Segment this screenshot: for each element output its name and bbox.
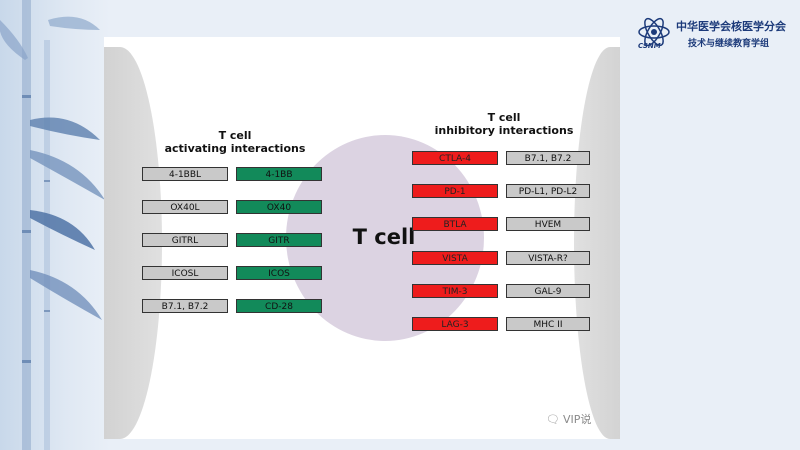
activating-heading-line1: T cell [218, 129, 252, 142]
inhibitory-ligand-box: HVEM [506, 217, 590, 231]
activating-receptor-box: ICOS [236, 266, 322, 280]
wechat-watermark: 🗨VIP说 [546, 411, 591, 427]
logo-abbreviation: CSNM [638, 42, 661, 50]
diagram-panel: T cell T cell activating interactions T … [104, 37, 620, 439]
logo-sub-name: 技术与继续教育学组 [688, 39, 770, 49]
activating-ligand-box: GITRL [142, 233, 228, 247]
atom-logo-icon [638, 17, 670, 47]
inhibitory-ligand-box: MHC II [506, 317, 590, 331]
bamboo-background [0, 0, 110, 450]
t-cell-label: T cell [352, 225, 416, 249]
csnm-logo: CSNM 中华医学会核医学分会 技术与继续教育学组 [636, 16, 796, 56]
watermark-text: VIP说 [562, 413, 592, 426]
activating-ligand-box: B7.1, B7.2 [142, 299, 228, 313]
activating-ligand-box: ICOSL [142, 266, 228, 280]
inhibitory-receptor-box: LAG-3 [412, 317, 498, 331]
inhibitory-receptor-box: CTLA-4 [412, 151, 498, 165]
inhibitory-heading: T cell inhibitory interactions [424, 111, 584, 137]
inhibitory-ligand-box: PD-L1, PD-L2 [506, 184, 590, 198]
inhibitory-receptor-box: PD-1 [412, 184, 498, 198]
activating-receptor-box: GITR [236, 233, 322, 247]
inhibitory-ligand-box: VISTA-R? [506, 251, 590, 265]
inhibitory-heading-line2: inhibitory interactions [434, 124, 574, 137]
activating-ligand-box: 4-1BBL [142, 167, 228, 181]
activating-heading: T cell activating interactions [160, 129, 310, 155]
activating-receptor-box: CD-28 [236, 299, 322, 313]
activating-heading-line2: activating interactions [164, 142, 306, 155]
activating-ligand-box: OX40L [142, 200, 228, 214]
wechat-icon: 🗨 [546, 413, 560, 426]
apc-right-membrane [574, 47, 620, 439]
bamboo-illustration [0, 0, 105, 450]
inhibitory-receptor-box: TIM-3 [412, 284, 498, 298]
inhibitory-ligand-box: B7.1, B7.2 [506, 151, 590, 165]
inhibitory-receptor-box: BTLA [412, 217, 498, 231]
inhibitory-receptor-box: VISTA [412, 251, 498, 265]
activating-receptor-box: OX40 [236, 200, 322, 214]
logo-org-name: 中华医学会核医学分会 [676, 20, 786, 33]
activating-receptor-box: 4-1BB [236, 167, 322, 181]
inhibitory-ligand-box: GAL-9 [506, 284, 590, 298]
inhibitory-heading-line1: T cell [487, 111, 521, 124]
